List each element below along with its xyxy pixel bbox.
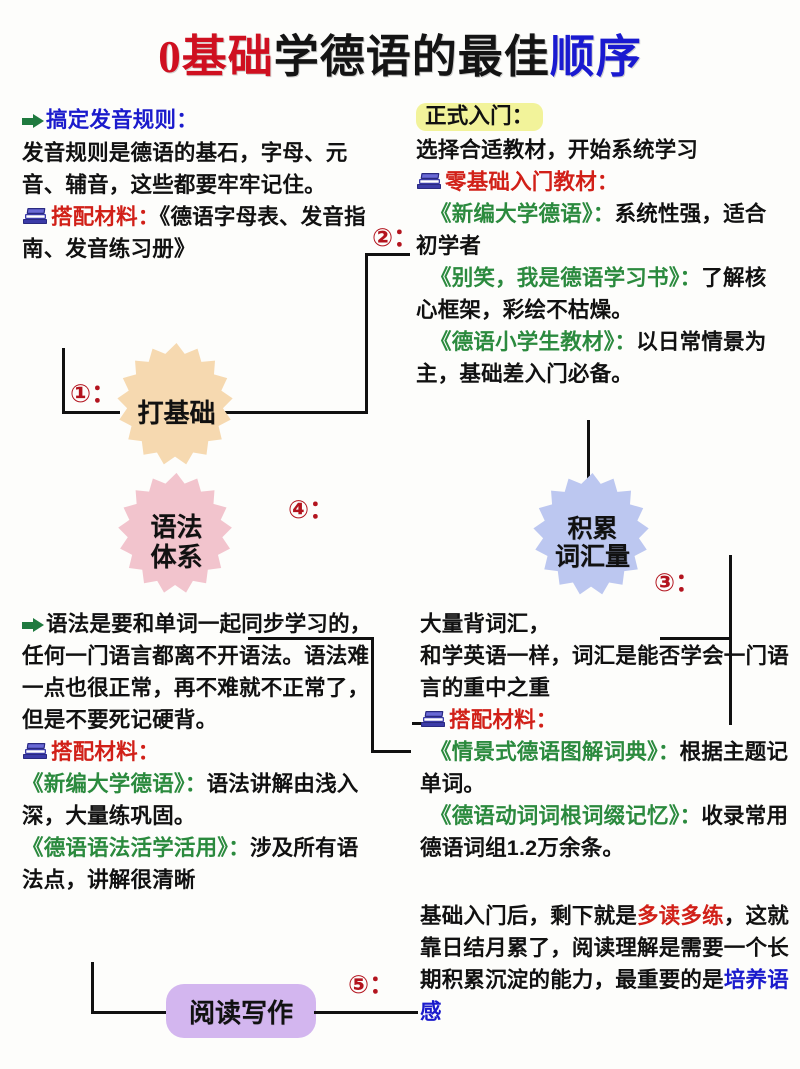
grammar-book-item: 《新编大学德语》：语法讲解由浅入深，大量练巩固。 <box>22 768 374 832</box>
pronunciation-block: 搞定发音规则： 发音规则是德语的基石，字母、元音、辅音，这些都要牢牢记住。 搭配… <box>22 104 372 265</box>
stacked-books-icon <box>416 172 443 192</box>
node-grammar-label-1: 语法 <box>150 513 203 543</box>
vocabulary-material-line: 搭配材料： <box>420 704 792 736</box>
entry-body: 选择合适教材，开始系统学习 <box>416 138 699 162</box>
starburst-shape <box>117 342 233 465</box>
node-grammar[interactable]: 语法 体系 <box>104 470 249 615</box>
step-number-4: ④： <box>288 495 335 524</box>
entry-heading-line: 正式入门： <box>416 100 788 132</box>
starburst-shape <box>118 472 232 593</box>
node-vocabulary[interactable]: 积累 词汇量 <box>519 470 666 617</box>
connector-line <box>371 750 411 754</box>
grammar-book-name: 《德语语法活学活用》： <box>22 836 250 860</box>
node-vocabulary-label-2: 词汇量 <box>554 543 630 571</box>
connector-line <box>62 348 66 414</box>
pronunciation-material-label: 搭配材料： <box>51 205 160 229</box>
pronunciation-material-line: 搭配材料：《德语字母表、发音指南、发音练习册》 <box>22 201 372 265</box>
node-vocabulary-label-1: 积累 <box>567 515 618 543</box>
pronunciation-body: 发音规则是德语的基石，字母、元音、辅音，这些都要牢牢记住。 <box>22 141 348 197</box>
connector-line <box>660 637 732 641</box>
title-part-black: 学德语的最佳 <box>273 32 550 82</box>
connector-line <box>248 637 374 641</box>
vocabulary-book-item: 《德语动词词根词缀记忆》：收录常用德语词组1.2万余条。 <box>420 800 792 864</box>
pronunciation-heading: 搞定发音规则： <box>46 108 198 132</box>
node-grammar-label-2: 体系 <box>150 542 203 572</box>
connector-line <box>587 420 591 485</box>
vocabulary-body-line1: 大量背词汇， <box>420 612 551 636</box>
reading-block: 基础入门后，剩下就是多读多练，这就靠日结月累了，阅读理解是需要一个长期积累沉淀的… <box>420 900 794 1028</box>
grammar-body: 语法是要和单词一起同步学习的，任何一门语言都离不开语法。语法难一点也很正常，再不… <box>22 612 372 732</box>
grammar-material-line: 搭配材料： <box>22 736 374 768</box>
entry-heading: 正式入门： <box>416 103 543 131</box>
vocabulary-block: 大量背词汇， 和学英语一样，词汇是能否学会一门语言的重中之重 搭配材料： 《情景… <box>420 608 792 864</box>
reading-text-b: ，这就靠日结月累了，阅读理解是需要一个长期积累沉淀的能力，最重要的是 <box>420 904 789 992</box>
grammar-book-name: 《新编大学德语》： <box>22 772 207 796</box>
node-foundation[interactable]: 打基础 <box>103 340 250 487</box>
vocabulary-book-name: 《德语动词词根词缀记忆》： <box>430 804 702 828</box>
step-number-3: ③： <box>654 568 701 597</box>
entry-book-name: 《德语小学生教材》： <box>430 330 637 354</box>
connector-line <box>62 411 120 415</box>
entry-book-item: 《别笑，我是德语学习书》：了解核心框架，彩绘不枯燥。 <box>416 262 788 326</box>
step-number-5: ⑤： <box>348 970 395 999</box>
entry-book-name: 《新编大学德语》： <box>430 202 615 226</box>
grammar-material-label: 搭配材料： <box>51 740 160 764</box>
entry-book-item: 《新编大学德语》：系统性强，适合初学者 <box>416 198 788 262</box>
pronunciation-heading-line: 搞定发音规则： <box>22 104 372 136</box>
pronunciation-material-value: 《德语字母表、发音指南、发音练习册》 <box>22 205 366 261</box>
entry-block: 正式入门： 选择合适教材，开始系统学习 零基础入门教材： 《新编大学德语》：系统… <box>416 100 788 390</box>
title-part-red: 0基础 <box>158 32 274 82</box>
step-number-1: ①： <box>70 379 117 408</box>
node-reading-label: 阅读写作 <box>188 998 293 1028</box>
vocabulary-book-desc: 根据主题记单词。 <box>420 740 789 796</box>
connector-line <box>91 962 95 1014</box>
grammar-book-desc: 涉及所有语法点，讲解很清晰 <box>22 836 359 892</box>
stacked-books-icon <box>22 207 49 227</box>
green-right-arrow-icon <box>22 618 45 632</box>
entry-book-desc: 了解核心框架，彩绘不枯燥。 <box>416 266 767 322</box>
reading-highlight-blue: 培养语感 <box>420 968 789 1024</box>
reading-paragraph: 基础入门后，剩下就是多读多练，这就靠日结月累了，阅读理解是需要一个长期积累沉淀的… <box>420 900 794 1028</box>
connector-line <box>91 1011 166 1015</box>
connector-line <box>371 637 375 753</box>
entry-book-name: 《别笑，我是德语学习书》： <box>430 266 702 290</box>
grammar-book-desc: 语法讲解由浅入深，大量练巩固。 <box>22 772 359 828</box>
grammar-book-item: 《德语语法活学活用》：涉及所有语法点，讲解很清晰 <box>22 832 374 896</box>
vocabulary-body-line2: 和学英语一样，词汇是能否学会一门语言的重中之重 <box>420 644 789 700</box>
step-number-2: ②： <box>372 223 419 252</box>
entry-material-line: 零基础入门教材： <box>416 166 788 198</box>
stacked-books-icon <box>420 710 447 730</box>
entry-book-desc: 系统性强，适合初学者 <box>416 202 767 258</box>
connector-line <box>365 253 410 257</box>
entry-book-item: 《德语小学生教材》：以日常情景为主，基础差入门必备。 <box>416 326 788 390</box>
grammar-block: 语法是要和单词一起同步学习的，任何一门语言都离不开语法。语法难一点也很正常，再不… <box>22 608 374 896</box>
vocabulary-book-desc: 收录常用德语词组1.2万余条。 <box>420 804 789 860</box>
node-reading[interactable]: 阅读写作 <box>166 984 316 1038</box>
connector-line <box>729 637 733 725</box>
stacked-books-icon <box>22 742 49 762</box>
green-right-arrow-icon <box>22 114 45 128</box>
grammar-heading-line: 语法是要和单词一起同步学习的，任何一门语言都离不开语法。语法难一点也很正常，再不… <box>22 608 374 736</box>
reading-text-a: 基础入门后，剩下就是 <box>420 904 638 928</box>
vocabulary-book-item: 《情景式德语图解词典》：根据主题记单词。 <box>420 736 792 800</box>
vocabulary-material-label: 搭配材料： <box>449 708 558 732</box>
node-foundation-label: 打基础 <box>137 398 216 428</box>
title-part-blue: 顺序 <box>549 32 642 82</box>
page-title: 0基础学德语的最佳顺序 <box>0 20 800 85</box>
entry-book-desc: 以日常情景为主，基础差入门必备。 <box>416 330 767 386</box>
starburst-shape <box>533 472 649 595</box>
connector-line <box>314 1011 418 1015</box>
connector-line <box>365 253 369 414</box>
entry-material-label: 零基础入门教材： <box>445 170 619 194</box>
connector-line <box>200 411 368 415</box>
connector-line <box>729 555 733 640</box>
reading-highlight-red: 多读多练 <box>637 904 724 928</box>
vocabulary-book-name: 《情景式德语图解词典》： <box>430 740 680 764</box>
